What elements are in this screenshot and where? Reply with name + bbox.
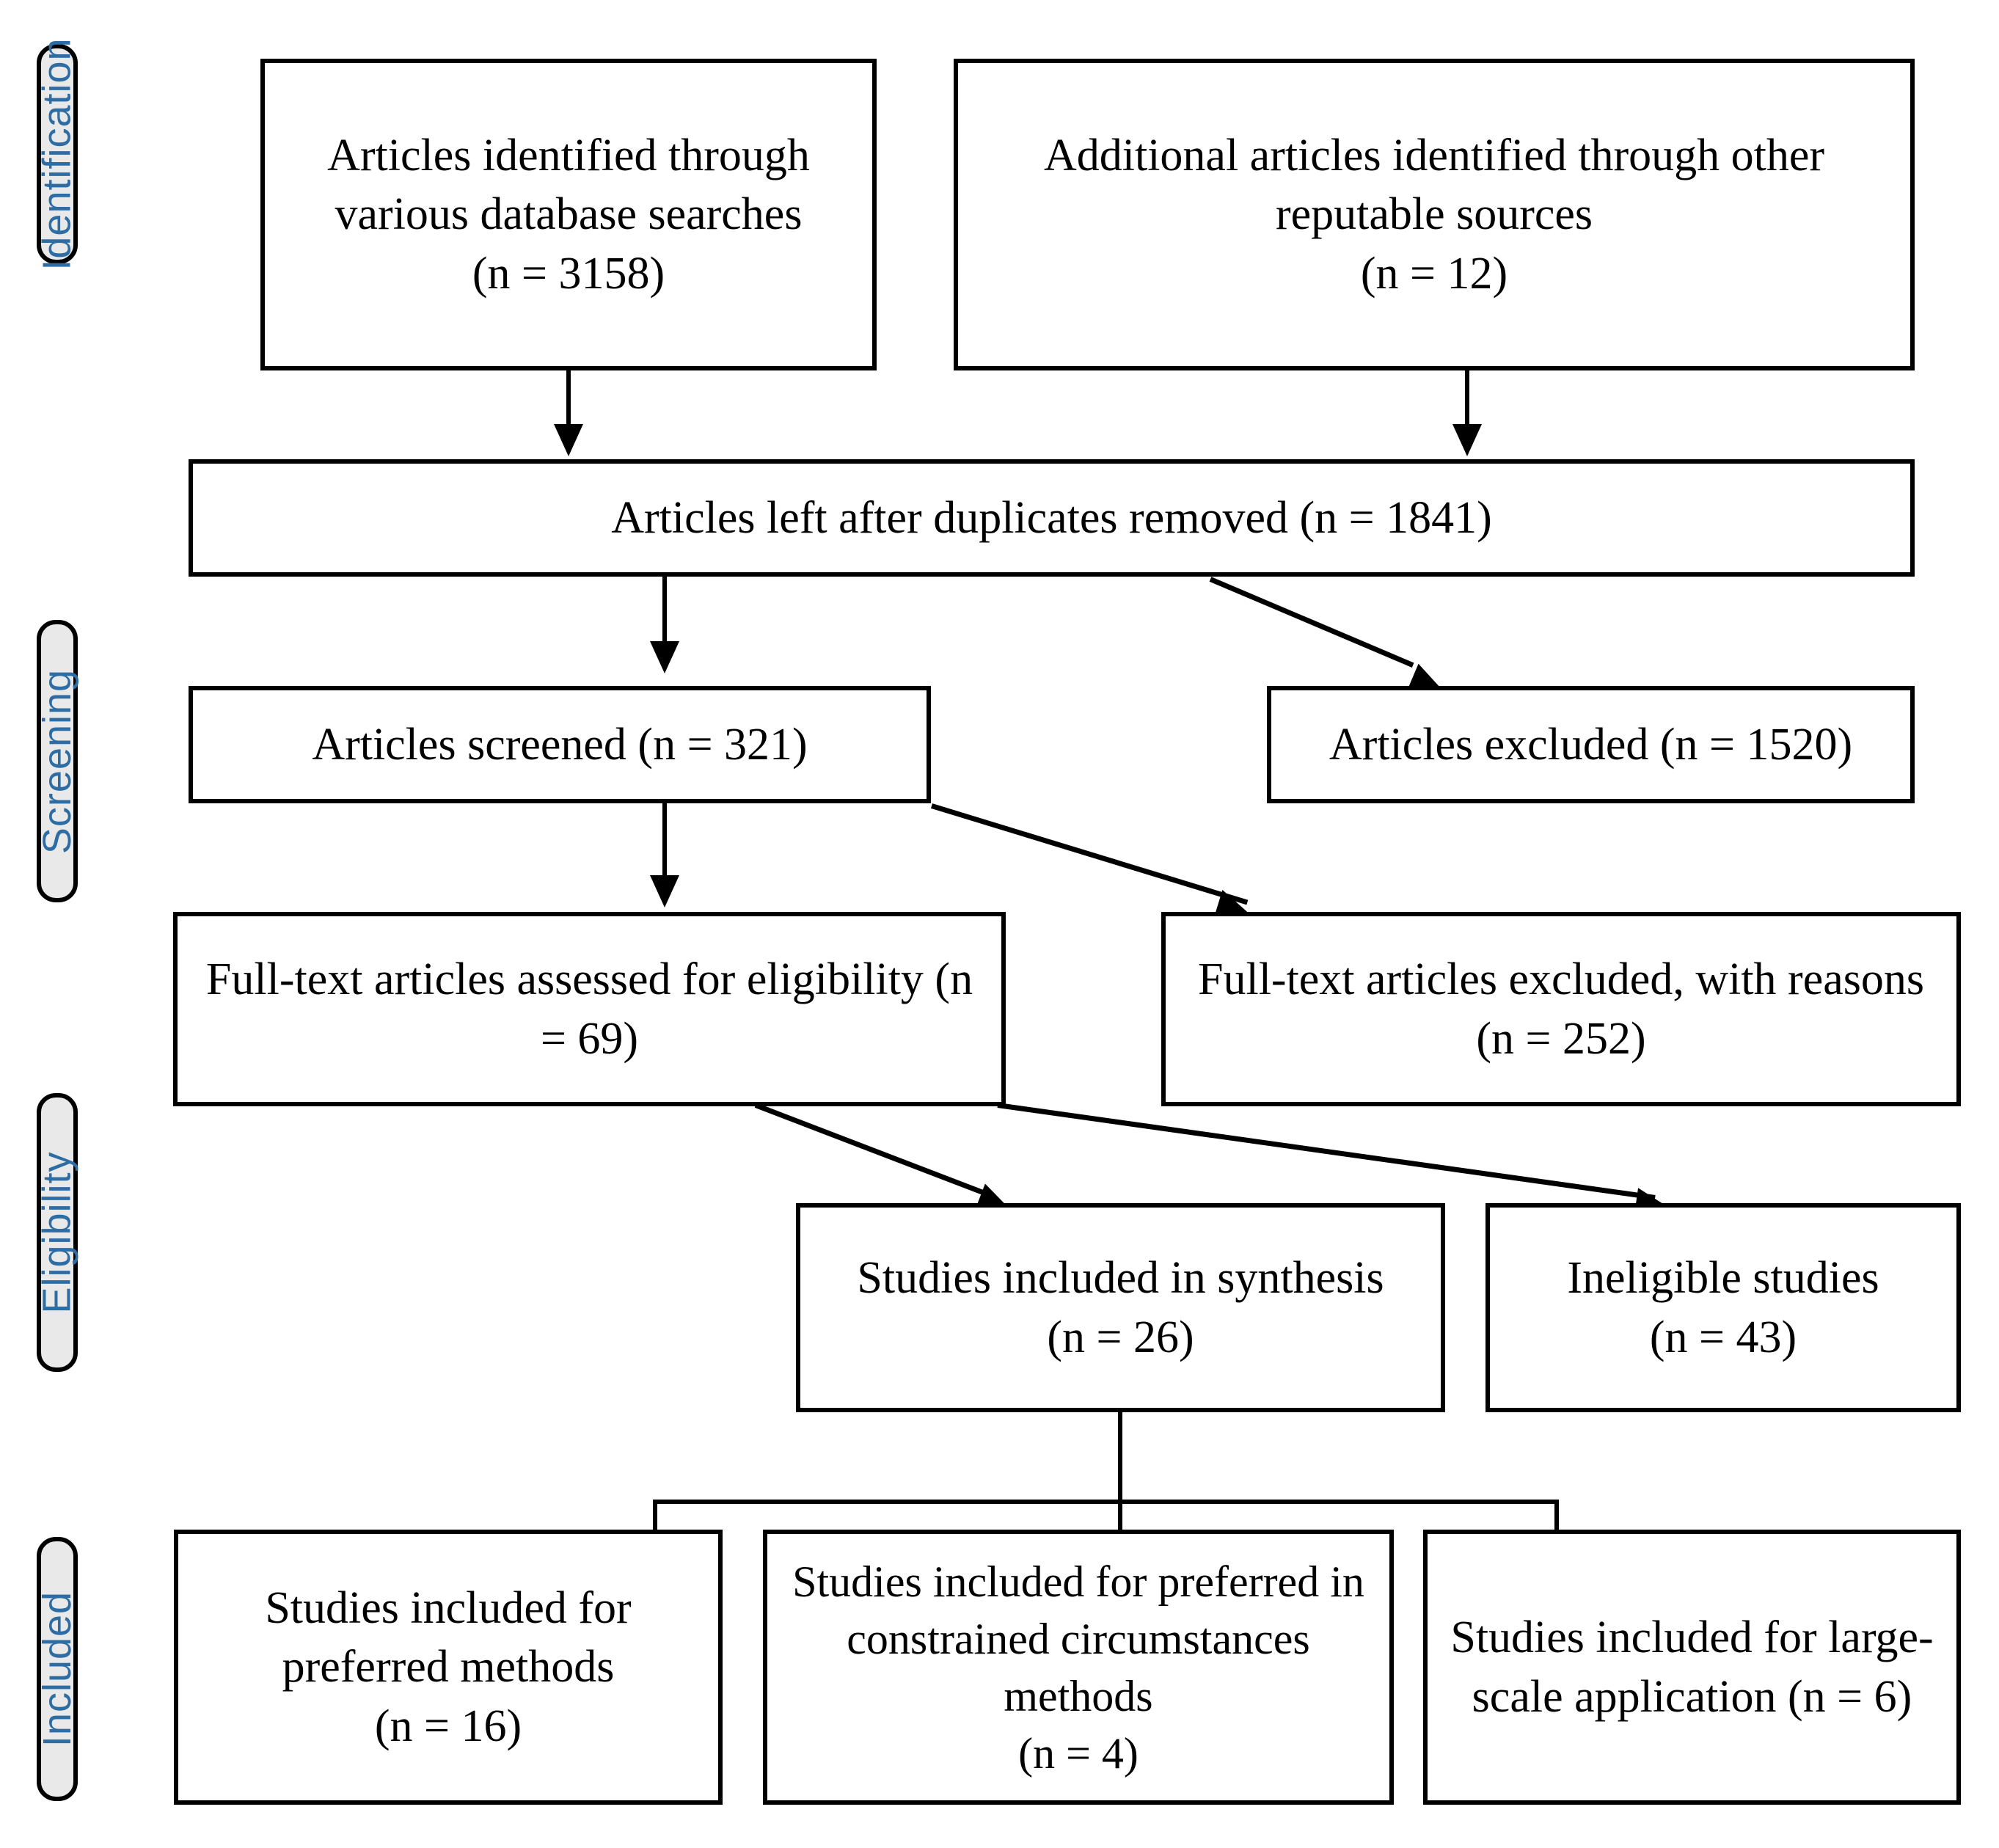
box-fulltext-excluded-text: Full-text articles excluded, with reason… bbox=[1197, 954, 1924, 1064]
box-ineligible-studies-text: Ineligible studies (n = 43) bbox=[1567, 1252, 1879, 1362]
stage-included: Included bbox=[35, 1537, 80, 1801]
box-constrained-methods-text: Studies included for preferred in constr… bbox=[792, 1557, 1364, 1778]
box-articles-excluded: Articles excluded (n = 1520) bbox=[1267, 686, 1915, 803]
box-preferred-methods: Studies included for preferred methods (… bbox=[174, 1530, 723, 1805]
box-included-synthesis-text: Studies included in synthesis (n = 26) bbox=[857, 1252, 1384, 1362]
box-duplicates-removed-text: Articles left after duplicates removed (… bbox=[611, 492, 1492, 543]
box-other-sources-text: Additional articles identified through o… bbox=[1043, 130, 1825, 299]
box-duplicates-removed: Articles left after duplicates removed (… bbox=[189, 459, 1915, 577]
box-included-synthesis: Studies included in synthesis (n = 26) bbox=[796, 1203, 1445, 1412]
box-articles-screened: Articles screened (n = 321) bbox=[189, 686, 931, 803]
arrowhead-other-to-duplicates bbox=[1452, 424, 1482, 456]
stage-identification-label: Identification bbox=[35, 37, 80, 271]
stage-eligibility: Eligibility bbox=[35, 1093, 80, 1372]
connector-other-to-duplicates bbox=[1465, 370, 1469, 426]
connector-db-to-duplicates bbox=[566, 370, 571, 426]
stage-eligibility-label: Eligibility bbox=[35, 1151, 80, 1314]
stage-screening: Screening bbox=[35, 620, 80, 902]
box-fulltext-assessed: Full-text articles assessed for eligibil… bbox=[173, 912, 1006, 1106]
box-fulltext-assessed-text: Full-text articles assessed for eligibil… bbox=[205, 954, 973, 1064]
stage-included-label: Included bbox=[35, 1590, 80, 1747]
box-preferred-methods-text: Studies included for preferred methods (… bbox=[265, 1582, 632, 1751]
box-constrained-methods: Studies included for preferred in constr… bbox=[763, 1530, 1394, 1805]
box-other-sources: Additional articles identified through o… bbox=[954, 59, 1915, 370]
connector-screened-to-fulltext-excluded bbox=[930, 803, 1249, 905]
stage-screening-label: Screening bbox=[35, 668, 80, 854]
connector-split-bar bbox=[653, 1500, 1559, 1504]
connector-fulltext-to-ineligible bbox=[997, 1103, 1656, 1200]
arrowhead-duplicates-to-screened bbox=[650, 641, 679, 673]
connector-screened-to-fulltext bbox=[662, 803, 667, 877]
box-fulltext-excluded: Full-text articles excluded, with reason… bbox=[1161, 912, 1961, 1106]
box-ineligible-studies: Ineligible studies (n = 43) bbox=[1485, 1203, 1961, 1412]
box-database-search-text: Articles identified through various data… bbox=[327, 130, 810, 299]
connector-fulltext-to-synthesis bbox=[754, 1103, 993, 1199]
connector-synthesis-stem bbox=[1118, 1412, 1122, 1504]
stage-identification: Identification bbox=[35, 37, 79, 270]
connector-duplicates-to-screened bbox=[662, 577, 667, 643]
connector-duplicates-to-excluded bbox=[1209, 577, 1414, 668]
box-articles-excluded-text: Articles excluded (n = 1520) bbox=[1329, 719, 1853, 770]
box-large-scale-application-text: Studies included for large-scale applica… bbox=[1450, 1612, 1934, 1722]
box-large-scale-application: Studies included for large-scale applica… bbox=[1423, 1530, 1961, 1805]
box-articles-screened-text: Articles screened (n = 321) bbox=[312, 719, 808, 770]
box-database-search: Articles identified through various data… bbox=[260, 59, 877, 370]
arrowhead-screened-to-fulltext bbox=[650, 875, 679, 907]
arrowhead-db-to-duplicates bbox=[554, 424, 583, 456]
